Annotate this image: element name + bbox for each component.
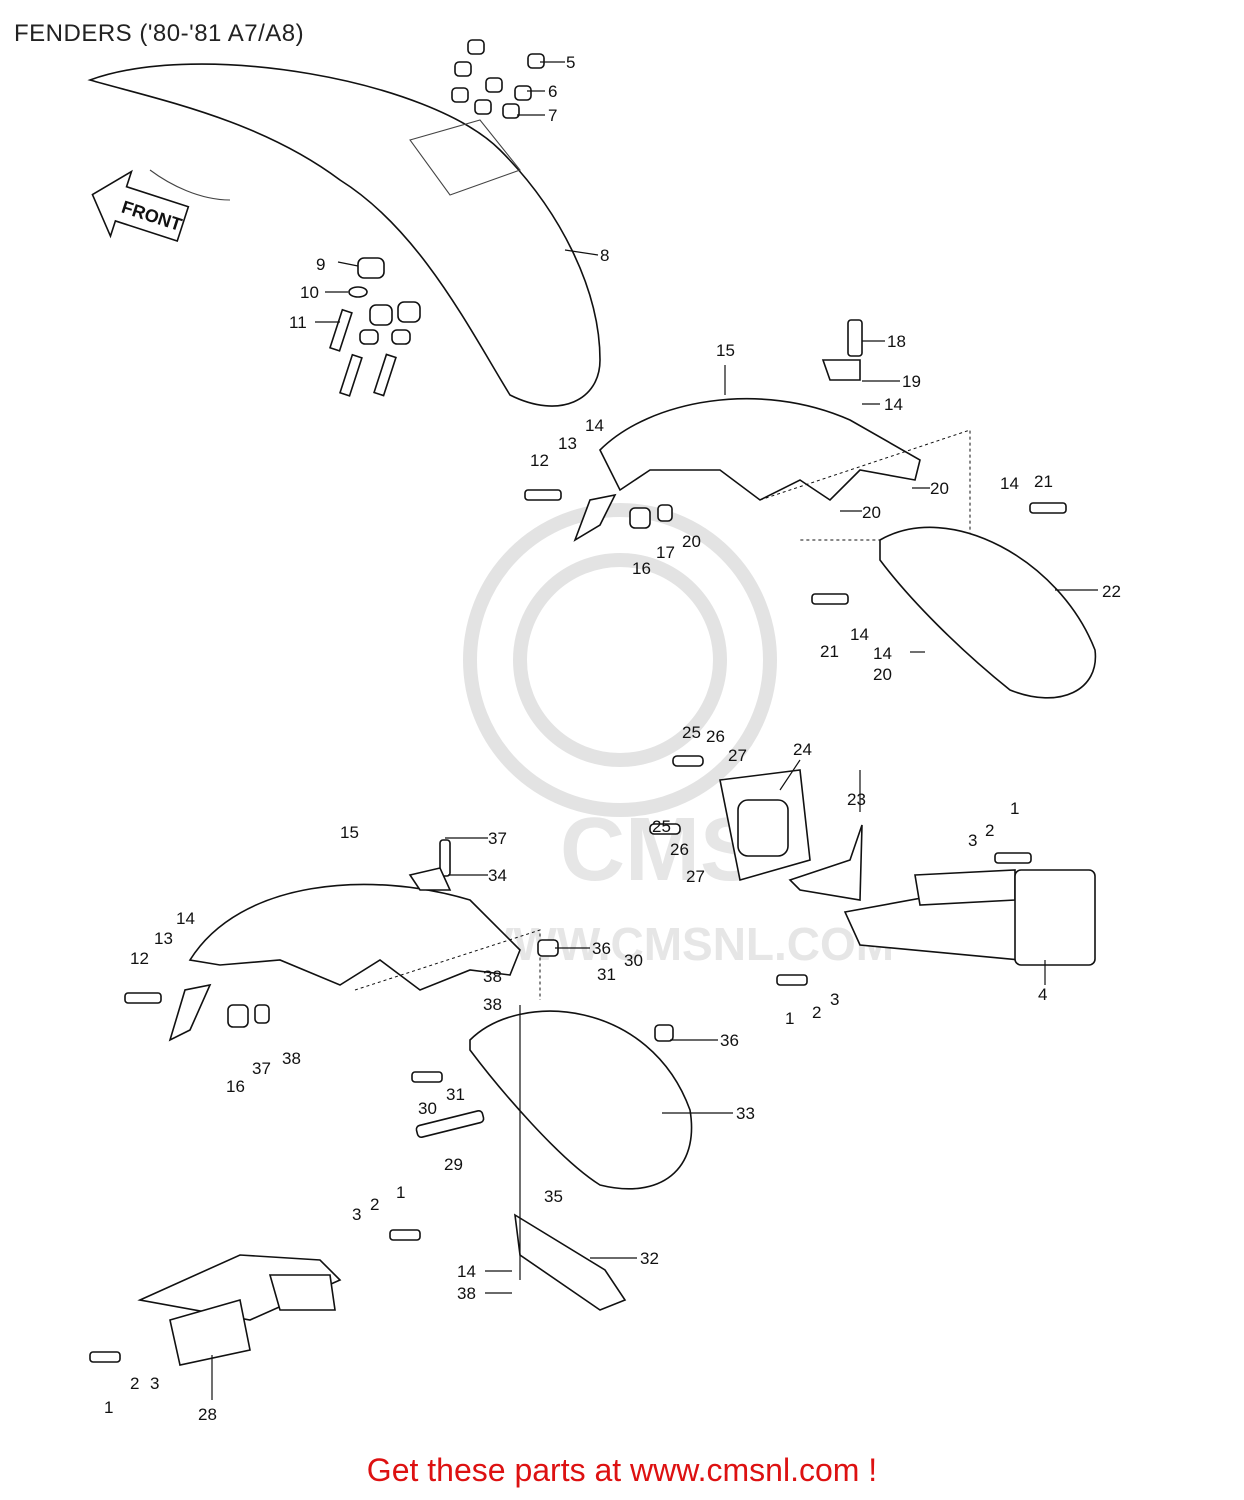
callout-37: 37	[488, 829, 507, 848]
carrier-rack-right	[776, 852, 1096, 986]
rear-fender-assembly-lower	[124, 839, 693, 1311]
rear-fender-assembly-upper	[524, 319, 1097, 699]
callout-2: 2	[370, 1195, 379, 1214]
callout-20: 20	[682, 532, 701, 551]
callout-36: 36	[720, 1031, 739, 1050]
callout-3: 3	[968, 831, 977, 850]
callout-14: 14	[873, 644, 892, 663]
callout-28: 28	[198, 1405, 217, 1424]
callout-33: 33	[736, 1104, 755, 1123]
callout-14: 14	[176, 909, 195, 928]
callout-30: 30	[418, 1099, 437, 1118]
callout-1: 1	[785, 1009, 794, 1028]
callout-2: 2	[812, 1003, 821, 1022]
callout-20: 20	[930, 479, 949, 498]
callout-38: 38	[282, 1049, 301, 1068]
callout-18: 18	[887, 332, 906, 351]
cmsnl-watermark: CMS WWW.CMSNL.COM	[463, 503, 894, 970]
callout-2: 2	[130, 1374, 139, 1393]
watermark-url: WWW.CMSNL.COM	[470, 918, 894, 970]
callout-6: 6	[548, 82, 557, 101]
callout-20: 20	[873, 665, 892, 684]
callout-14: 14	[850, 625, 869, 644]
footer-link[interactable]: Get these parts at www.cmsnl.com !	[366, 1452, 878, 1488]
tail-light-parts	[649, 755, 863, 901]
callout-14: 14	[1000, 474, 1019, 493]
callout-27: 27	[686, 867, 705, 886]
front-arrow: FRONT	[91, 169, 190, 243]
callout-36: 36	[592, 939, 611, 958]
callout-15: 15	[340, 823, 359, 842]
callout-11: 11	[289, 313, 307, 332]
callout-29: 29	[444, 1155, 463, 1174]
callout-34: 34	[488, 866, 507, 885]
callout-5: 5	[566, 53, 575, 72]
callout-14: 14	[585, 416, 604, 435]
callout-16: 16	[226, 1077, 245, 1096]
carrier-rack-left	[89, 1229, 421, 1366]
callout-38: 38	[483, 967, 502, 986]
callout-30: 30	[624, 951, 643, 970]
callout-3: 3	[352, 1205, 361, 1224]
callout-21: 21	[820, 642, 839, 661]
callout-35: 35	[544, 1187, 563, 1206]
front-fender-bolts	[329, 257, 421, 397]
callout-25: 25	[652, 817, 671, 836]
callout-15: 15	[716, 341, 735, 360]
callout-31: 31	[446, 1085, 465, 1104]
callout-32: 32	[640, 1249, 659, 1268]
callout-12: 12	[130, 949, 149, 968]
callout-9: 9	[316, 255, 325, 274]
callout-7: 7	[548, 106, 557, 125]
callout-leaders	[211, 61, 1098, 1400]
callout-13: 13	[558, 434, 577, 453]
callout-10: 10	[300, 283, 319, 302]
callout-26: 26	[670, 840, 689, 859]
callout-38: 38	[457, 1284, 476, 1303]
callout-12: 12	[530, 451, 549, 470]
callout-25: 25	[682, 723, 701, 742]
callout-14: 14	[884, 395, 903, 414]
callout-26: 26	[706, 727, 725, 746]
diagram-title: FENDERS ('80-'81 A7/A8)	[14, 20, 305, 47]
callout-31: 31	[597, 965, 616, 984]
callout-8: 8	[600, 246, 609, 265]
callout-22: 22	[1102, 582, 1121, 601]
callout-2: 2	[985, 821, 994, 840]
callout-21: 21	[1034, 472, 1053, 491]
callout-24: 24	[793, 740, 812, 759]
callout-23: 23	[847, 790, 866, 809]
callout-38: 38	[483, 995, 502, 1014]
callout-19: 19	[902, 372, 921, 391]
callout-16: 16	[632, 559, 651, 578]
callout-20: 20	[862, 503, 881, 522]
callout-3: 3	[830, 990, 839, 1009]
callout-13: 13	[154, 929, 173, 948]
front-fender-grommets	[451, 39, 545, 119]
callout-1: 1	[104, 1398, 113, 1417]
callout-1: 1	[1010, 799, 1019, 818]
callout-17: 17	[656, 543, 675, 562]
callout-27: 27	[728, 746, 747, 765]
callout-4: 4	[1038, 985, 1047, 1004]
front-fender	[87, 63, 601, 407]
callout-37: 37	[252, 1059, 271, 1078]
callout-3: 3	[150, 1374, 159, 1393]
callout-14: 14	[457, 1262, 476, 1281]
callout-1: 1	[396, 1183, 405, 1202]
